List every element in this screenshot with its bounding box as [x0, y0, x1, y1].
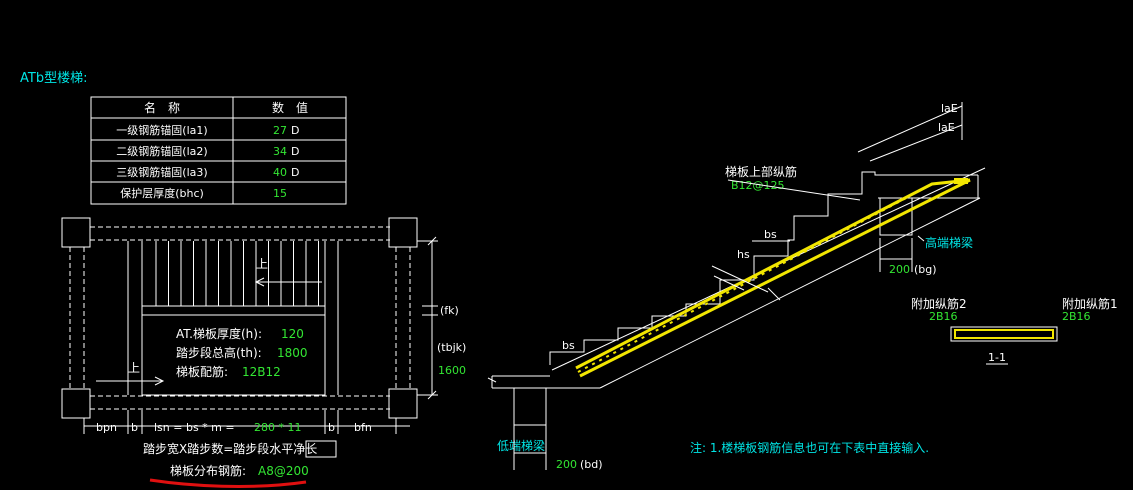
- thickness-label: AT.梯板厚度(h):: [176, 326, 262, 341]
- lsn-formula: lsn = bs * m =: [154, 421, 235, 434]
- table-row-value[interactable]: 15: [273, 187, 287, 200]
- add-rebar2-label: 附加纵筋2: [911, 296, 967, 311]
- top-rebar-value[interactable]: B12@125: [731, 179, 785, 192]
- distribution-rebar-line: [577, 195, 911, 373]
- slab-section: [950, 326, 1058, 342]
- table-header-name: 名 称: [144, 100, 180, 115]
- lsn-value[interactable]: 280 * 11: [254, 421, 302, 434]
- table-header-value: 数 值: [272, 100, 308, 115]
- bs-label: bs: [764, 228, 777, 241]
- table-row-value[interactable]: 34: [273, 145, 287, 158]
- table-row-unit: D: [291, 166, 299, 179]
- table-row-name: 三级钢筋锚固(la3): [116, 165, 207, 179]
- bpn-label: bpn: [96, 421, 117, 434]
- stair-plan-view: 上 上 AT.梯板厚度(h): 120 踏步段总高(th): 1800 梯板配筋…: [61, 217, 466, 488]
- top-rebar-label: 梯板上部纵筋: [725, 164, 797, 179]
- parameter-table: 名 称 数 值 一级钢筋锚固(la1) 27 D 二级钢筋锚固(la2) 34 …: [90, 96, 347, 205]
- column: [388, 388, 418, 419]
- note-text: 注: 1.楼梯板钢筋信息也可在下表中直接输入.: [690, 440, 929, 455]
- step-outline: [549, 171, 978, 365]
- height-value[interactable]: 1800: [277, 346, 308, 360]
- add-rebar2-value[interactable]: 2B16: [929, 310, 958, 323]
- hs-label: hs: [737, 248, 750, 261]
- table-row-name: 保护层厚度(bhc): [120, 186, 204, 200]
- up-label: 上: [128, 361, 140, 375]
- b-label: b: [131, 421, 138, 434]
- table-row-unit: D: [291, 145, 299, 158]
- bs-label: bs: [562, 339, 575, 352]
- laE-label: laE: [941, 102, 958, 115]
- table-row-value[interactable]: 40: [273, 166, 287, 179]
- up-label: 上: [256, 257, 268, 271]
- section-mark: 1-1: [988, 351, 1006, 364]
- drawing-title: ATb型楼梯:: [20, 71, 87, 86]
- bg-value[interactable]: 200: [889, 263, 910, 276]
- stair-section-view: laE laE 梯板上部纵筋 B12@125 bs bs hs 高端梯梁 200…: [487, 102, 986, 471]
- b-label: b: [328, 421, 335, 434]
- rebar-label: 梯板配筋:: [176, 364, 228, 379]
- column: [61, 217, 91, 248]
- tread-lines: [155, 241, 319, 306]
- add-rebar1-label: 附加纵筋1: [1062, 296, 1118, 311]
- high-beam-label: 高端梯梁: [925, 235, 973, 250]
- height-label: 踏步段总高(th):: [176, 345, 262, 360]
- column: [388, 217, 418, 248]
- thickness-value[interactable]: 120: [281, 327, 304, 341]
- bfn-label: bfn: [354, 421, 372, 434]
- laE-label: laE: [938, 121, 955, 134]
- table-row-unit: D: [291, 124, 299, 137]
- table-row-name: 二级钢筋锚固(la2): [116, 144, 207, 158]
- high-beam: [879, 197, 913, 236]
- top-rebar-line: [579, 178, 971, 378]
- section-detail-1-1: 附加纵筋2 2B16 附加纵筋1 2B16 1-1: [911, 296, 1118, 365]
- add-rebar1-value[interactable]: 2B16: [1062, 310, 1091, 323]
- low-beam-label: 低端梯梁: [497, 438, 545, 453]
- bd-value[interactable]: 200: [556, 458, 577, 471]
- table-row-value[interactable]: 27: [273, 124, 287, 137]
- info-box: [141, 314, 326, 396]
- bg-label: (bg): [914, 263, 937, 276]
- low-beam: [513, 387, 547, 426]
- dist-rebar-value[interactable]: A8@200: [258, 464, 309, 478]
- fk-label: (fk): [440, 304, 459, 317]
- formula-note: 踏步宽X踏步数=踏步段水平净长: [143, 441, 317, 456]
- bd-label: (bd): [580, 458, 603, 471]
- tbjk-label: (tbjk): [437, 341, 466, 354]
- red-underline-mark: [149, 478, 307, 488]
- tbjk-value[interactable]: 1600: [438, 364, 466, 377]
- rebar-value[interactable]: 12B12: [242, 365, 281, 379]
- table-row-name: 一级钢筋锚固(la1): [116, 123, 207, 137]
- rebar-outline: [954, 329, 1054, 339]
- column: [61, 388, 91, 419]
- dist-rebar-label: 梯板分布钢筋:: [170, 463, 246, 478]
